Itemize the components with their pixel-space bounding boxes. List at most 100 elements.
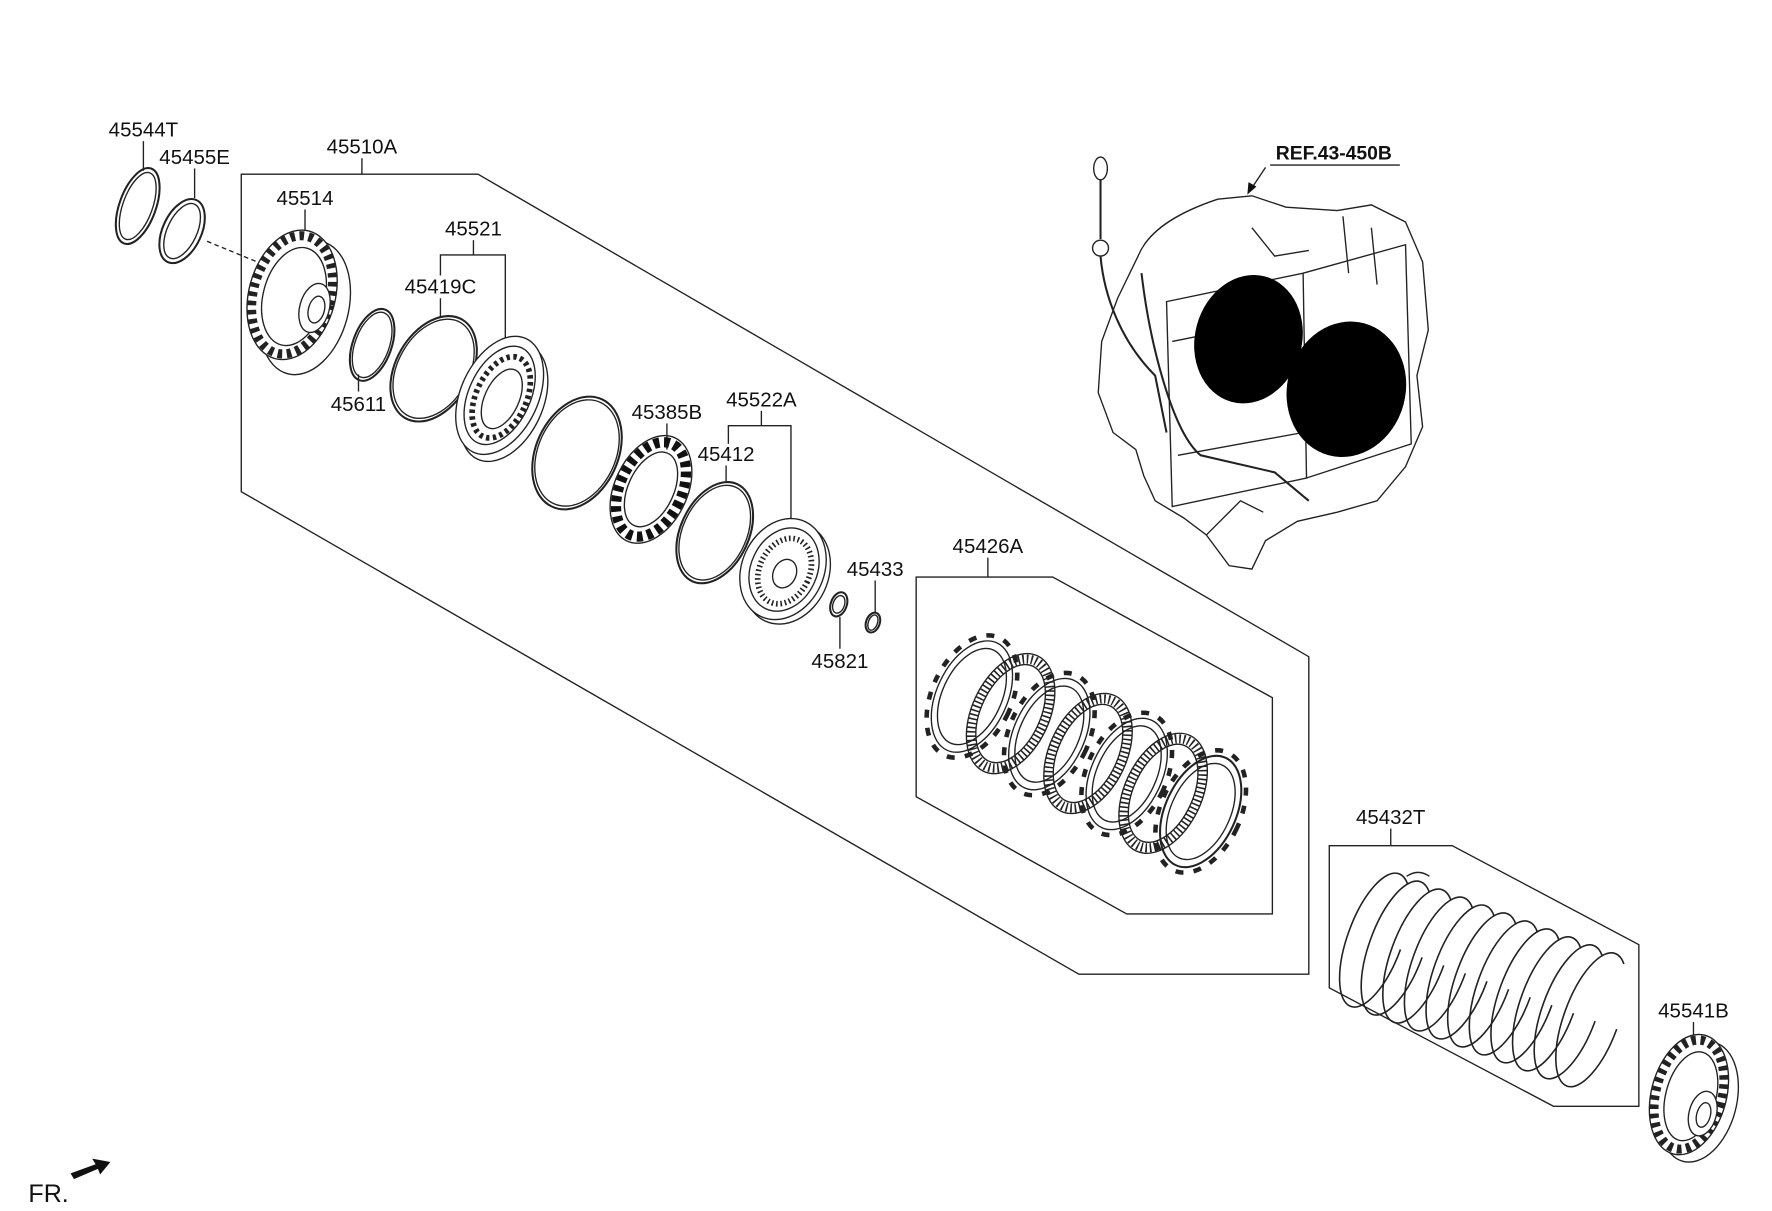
plate-inner-edge [936,647,1008,746]
disc-inner-edge [1052,703,1124,804]
plate-lugs [924,633,1020,760]
seal-ring-inner [534,399,620,507]
reference-callout: REF.43-450B [1247,142,1400,195]
disc-friction-lining [1119,734,1208,853]
part-45611-oring [348,307,396,382]
drum-hub [298,282,331,334]
spring-coil [1468,920,1541,1056]
hub-bore [1695,1102,1712,1128]
dipstick-collar [1091,239,1110,257]
spring-coil [1446,912,1519,1048]
label-45419C: 45419C [405,276,477,299]
bracket-45521 [439,254,506,359]
balance-piston-shading [754,535,815,607]
clutch-friction-disc [1043,692,1133,815]
plate-outer-edge [930,640,1014,753]
ring-inner [831,594,846,614]
label-45514: 45514 [277,187,334,210]
bracket-45522A [727,424,792,522]
label-45510A: 45510A [327,136,398,159]
plate-outer-edge [1159,754,1243,869]
disc-outer-edge [1043,692,1133,815]
transmission-assembly [1091,156,1429,570]
plate-inner-edge [1165,762,1236,861]
clutch-friction-disc [1118,732,1209,854]
piston-bore [480,368,523,430]
group-box-45432T [1328,844,1640,1107]
front-direction-indicator: FR. [28,1158,111,1208]
part-labels: 45544T 45455E 45510A 45514 45521 45419C … [109,119,1729,1023]
oring-inner [351,311,393,379]
hub-boss [1687,1090,1718,1137]
masked-area-right [1286,321,1407,457]
seal-inner [678,484,752,581]
piston-ribs [469,353,534,441]
part-45432T-spring [1338,871,1628,1088]
spring-coil [1490,928,1563,1064]
part-45522A-balance-piston [739,517,832,625]
seal-ring-outer [531,395,623,511]
leader-lines [142,141,1695,1053]
balance-piston-rim [748,527,820,612]
balance-piston-bore [771,558,798,589]
plate-lugs [1079,710,1175,838]
assembly-axis-dashed-line [206,240,285,274]
plate-inner-edge [1091,725,1162,823]
label-45541B: 45541B [1658,999,1729,1022]
front-label: FR. [28,1180,68,1208]
part-45521-piston [455,335,549,463]
plate-outer-edge [1008,677,1091,791]
spring-coil [1403,896,1476,1032]
label-45412: 45412 [698,443,755,466]
group-box-45510A [240,173,1310,975]
transmission-oil-tube [1140,273,1310,502]
ring-outer [864,611,882,634]
spring-coil [1511,936,1584,1072]
spring-retainer-inner [623,451,679,528]
part-45426A-clutch-pack [924,633,1249,875]
label-45611: 45611 [331,393,386,416]
ring-inner-edge [163,202,202,260]
spring-end-hook [1406,871,1430,877]
front-arrow-icon [70,1158,111,1180]
part-45514-drum [246,229,352,376]
disc-inner-edge [1127,743,1199,844]
clutch-steel-plate [1153,748,1249,875]
ref-arrowhead [1247,182,1257,195]
transmission-side-face [1302,243,1412,479]
disc-friction-lining [1043,694,1133,813]
group-box-45426A [915,576,1274,915]
ref-label: REF.43-450B [1276,142,1392,164]
part-45412-seal [675,481,755,585]
part-45385B-return-spring [609,434,693,544]
label-45521: 45521 [445,218,502,241]
part-45544T-ring [114,167,161,246]
seal-outer [675,481,755,585]
hub-gear-teeth [1649,1035,1729,1154]
spring-coil [1338,872,1411,1008]
label-45544T: 45544T [109,119,179,142]
ring-outer-edge [158,198,206,265]
spring-coil [1533,944,1606,1080]
label-45432T: 45432T [1356,806,1426,829]
disc-inner-edge [975,663,1047,764]
ring-inner [867,614,879,631]
plate-outer-edge [1085,717,1168,831]
part-45821-ring [829,591,849,618]
clutch-steel-plate [1001,670,1097,798]
drum-hub-bore [307,295,326,324]
oring-outer [348,307,396,382]
masked-area-left [1194,275,1303,404]
label-45433: 45433 [847,558,904,581]
piston-front [455,335,545,456]
clutch-steel-plate [924,633,1020,760]
spring-retainer-outer [609,434,693,544]
spring-coil [1555,952,1628,1088]
plate-inner-edge [1014,685,1085,783]
plate-lugs [1153,748,1249,875]
plate-lugs [1001,670,1097,798]
label-45821: 45821 [811,650,868,673]
ref-arrow-shaft [1251,166,1267,189]
part-45455E-ring [158,198,206,265]
